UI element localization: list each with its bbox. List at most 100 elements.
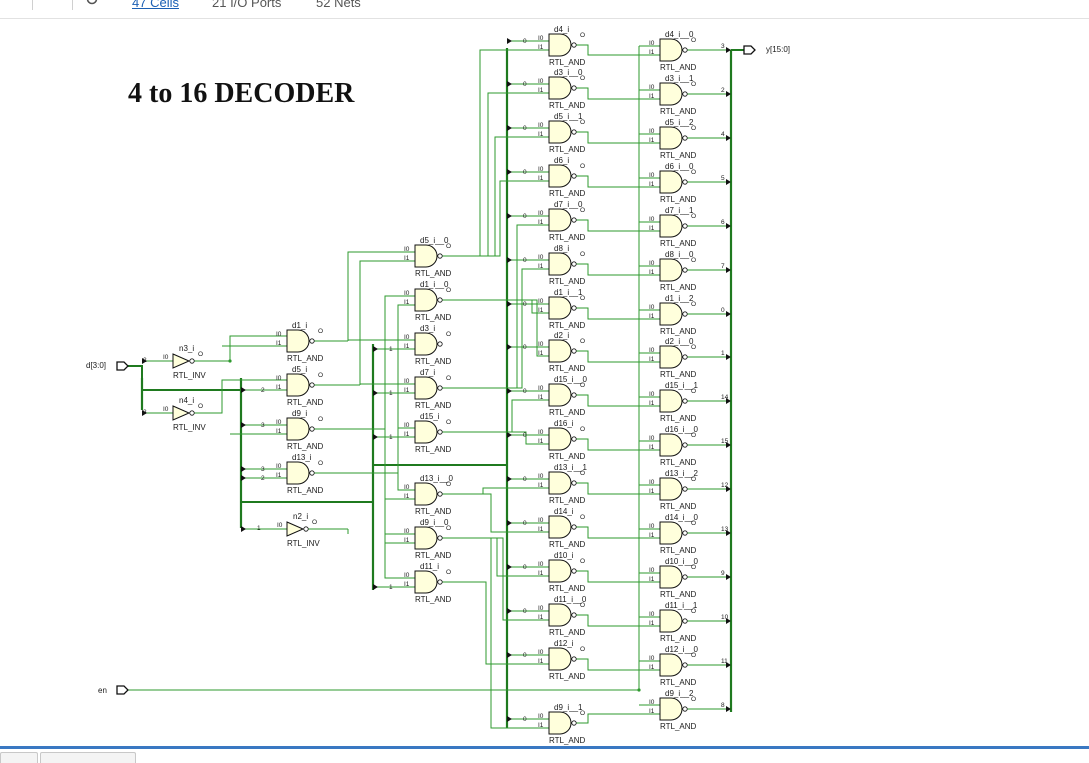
bus-bit-index: 0 [523, 564, 527, 571]
gate-instance-name: d5_i__1 [554, 112, 583, 121]
bus-ripper [726, 530, 731, 536]
gate-type-label: RTL_AND [660, 195, 697, 204]
pin-label-i0: I0 [538, 649, 544, 656]
pin-label-i1: I1 [649, 313, 655, 320]
gate-type-label: RTL_AND [549, 628, 586, 637]
output-bubble [309, 338, 315, 344]
pin-label-i1: I1 [649, 620, 655, 627]
bus-ripper [507, 301, 512, 307]
pin-label-i1: I1 [538, 44, 544, 51]
bus-ripper [373, 346, 378, 352]
and-gate-symbol [548, 208, 572, 232]
output-bit-index: 8 [721, 702, 725, 709]
bus-bit-index: 1 [389, 390, 393, 397]
gate-instance-name: d4_i [554, 25, 569, 34]
pin-label-i0: I0 [538, 210, 544, 217]
pin-label-i0: I0 [649, 347, 655, 354]
output-bubble [437, 385, 443, 391]
output-bubble [571, 348, 577, 354]
bus-ripper [726, 618, 731, 624]
pin-label-o: O [580, 207, 585, 214]
output-bubble [682, 706, 688, 712]
enable-port-label: en [98, 686, 107, 695]
wire [442, 487, 549, 495]
and-gate-symbol [659, 170, 683, 194]
gate-instance-name: d9_i__0 [420, 518, 449, 527]
gate-type-label: RTL_INV [287, 539, 320, 548]
bus-ripper [726, 223, 731, 229]
bus-ripper [241, 387, 246, 393]
bus-bit-index: 0 [523, 38, 527, 45]
junction-dot [228, 359, 232, 363]
bus-ripper [726, 398, 731, 404]
and-gate-symbol [414, 244, 438, 268]
gate-type-label: RTL_AND [415, 269, 452, 278]
pin-label-i0: I0 [538, 122, 544, 129]
wire [384, 429, 415, 535]
gate-instance-name: d15_i__0 [554, 375, 587, 384]
bus-ripper [507, 169, 512, 175]
output-bubble [437, 341, 443, 347]
pin-label-o: O [580, 602, 585, 609]
pin-label-o: O [691, 169, 696, 176]
and-gate-symbol [286, 329, 310, 353]
gate-type-label: RTL_AND [660, 458, 697, 467]
output-bubble [682, 91, 688, 97]
wire [576, 713, 660, 724]
cells-count-link[interactable]: 47 Cells [132, 0, 179, 10]
bottom-tab[interactable] [0, 752, 38, 763]
and-gate-symbol [414, 288, 438, 312]
wire [576, 526, 660, 539]
wire [442, 537, 549, 577]
bus-ripper [241, 526, 246, 532]
wire [576, 438, 660, 451]
bus-ripper [142, 358, 147, 364]
input-port-icon [116, 685, 129, 695]
bus-ripper [726, 179, 731, 185]
gate-type-label: RTL_AND [549, 736, 586, 745]
pin-label-i1: I1 [538, 658, 544, 665]
and-gate-symbol [659, 609, 683, 633]
pin-label-i1: I1 [649, 49, 655, 56]
pin-label-i0: I0 [277, 522, 283, 529]
pin-label-i1: I1 [649, 93, 655, 100]
output-bubble [571, 129, 577, 135]
gate-instance-name: d14_i__0 [665, 513, 698, 522]
pin-label-o: O [580, 382, 585, 389]
pin-label-o: O [198, 351, 203, 358]
gate-type-label: RTL_AND [549, 364, 586, 373]
gate-type-label: RTL_AND [660, 546, 697, 555]
and-gate-symbol [548, 383, 572, 407]
gate-instance-name: d9_i__2 [665, 689, 694, 698]
output-bubble [437, 297, 443, 303]
pin-label-i1: I1 [649, 137, 655, 144]
pin-label-i0: I0 [649, 655, 655, 662]
output-bit-index: 15 [721, 438, 729, 445]
pin-label-o: O [691, 257, 696, 264]
pin-label-i0: I0 [276, 463, 282, 470]
output-port-label: y[15:0] [766, 45, 790, 54]
pin-label-i0: I0 [404, 246, 410, 253]
pin-label-i1: I1 [404, 493, 410, 500]
pin-label-i0: I0 [538, 35, 544, 42]
inverter-symbol [172, 353, 191, 369]
and-gate-symbol [548, 471, 572, 495]
pin-label-i0: I0 [649, 216, 655, 223]
gate-instance-name: d16_i__0 [665, 425, 698, 434]
output-bubble [309, 382, 315, 388]
refresh-icon[interactable] [86, 0, 98, 5]
gate-type-label: RTL_AND [549, 408, 586, 417]
gate-instance-name: d11_i__1 [665, 601, 698, 610]
bus-bit-index: 1 [257, 525, 261, 532]
bus-bit-index: 0 [523, 81, 527, 88]
wire [384, 295, 415, 429]
wire [194, 335, 287, 362]
gate-type-label: RTL_AND [660, 414, 697, 423]
pin-label-o: O [691, 388, 696, 395]
gate-instance-name: d1_i__0 [420, 280, 449, 289]
bottom-tab[interactable] [40, 752, 136, 763]
gate-instance-name: d1_i__2 [665, 294, 694, 303]
and-gate-symbol [286, 461, 310, 485]
pin-label-o: O [691, 652, 696, 659]
